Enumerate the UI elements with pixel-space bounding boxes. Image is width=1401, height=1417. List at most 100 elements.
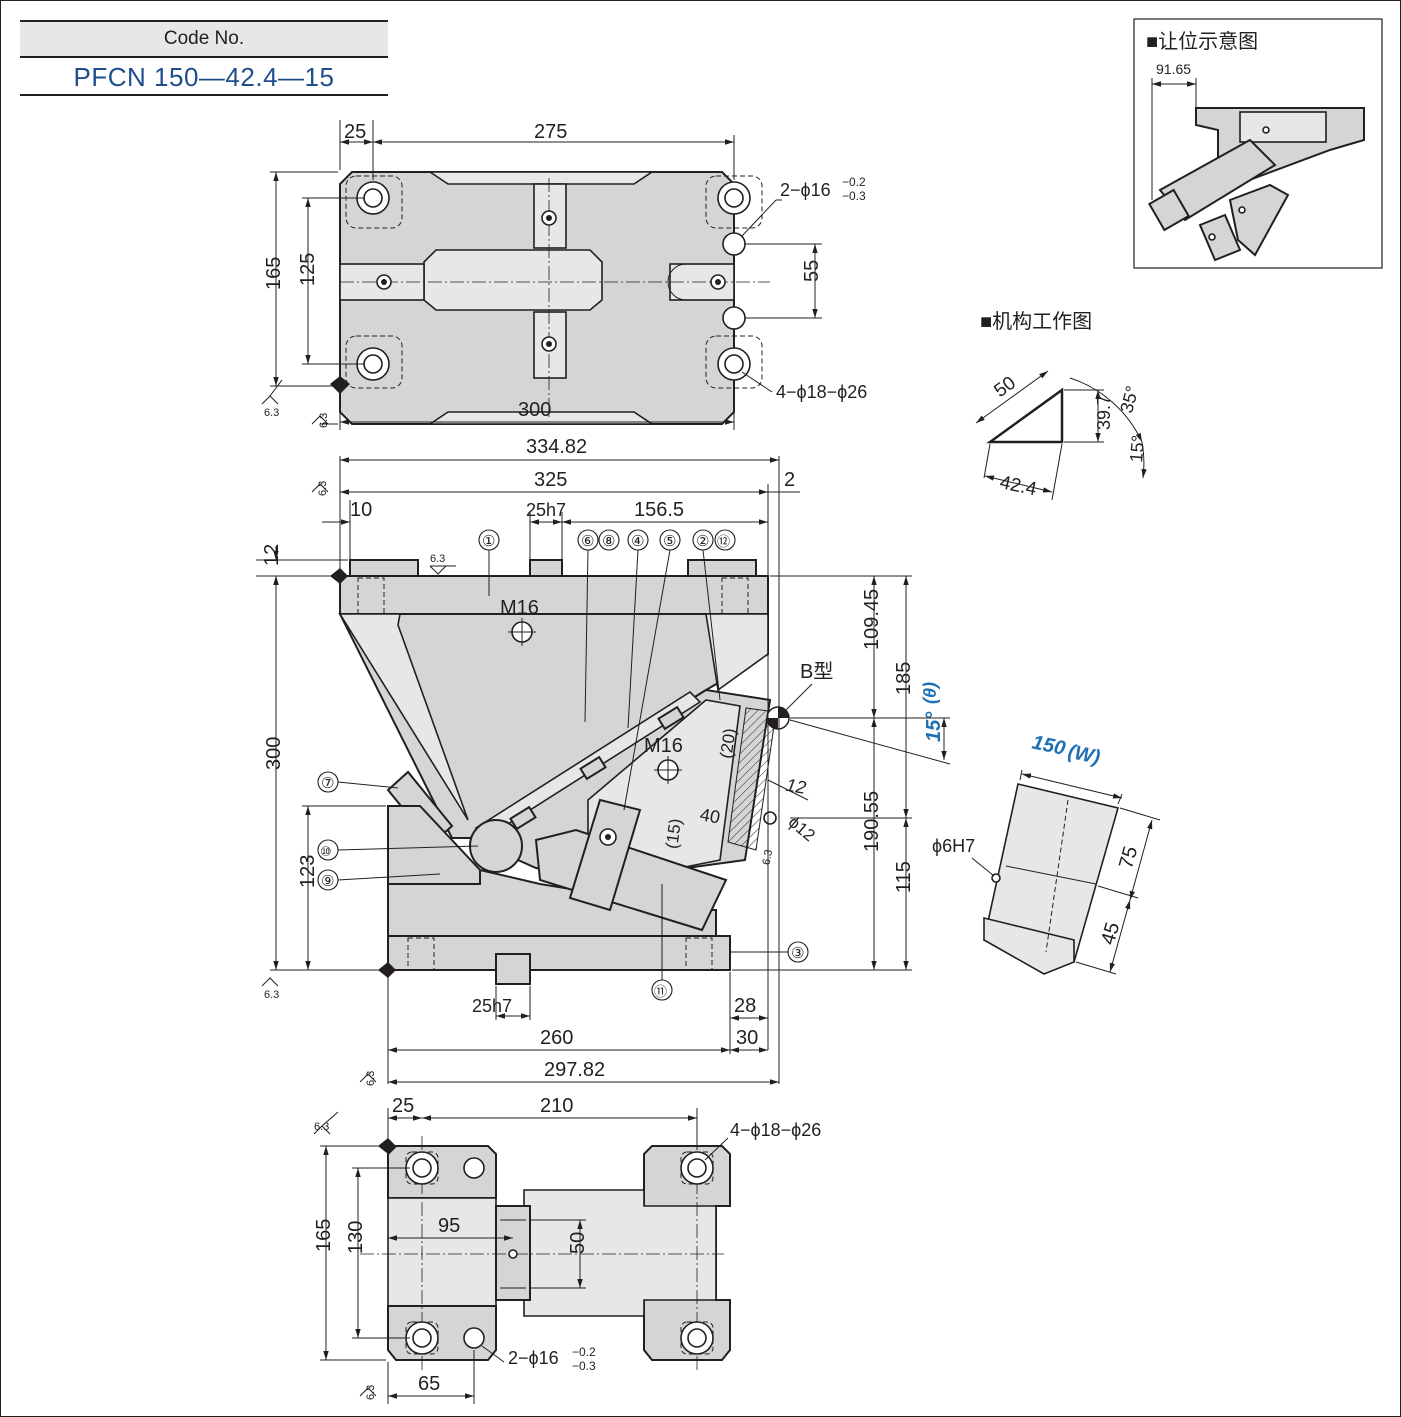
part-1: ①	[482, 533, 495, 550]
code-value: PFCN 150—42.4—15	[20, 58, 388, 96]
top-roughness-1: 6.3	[264, 407, 279, 419]
front-dim-29782: 297.82	[544, 1059, 605, 1081]
top-pin-tol-lower: −0.3	[842, 189, 866, 203]
top-dim-25: 25	[344, 121, 366, 143]
part-11: ⑪	[654, 984, 667, 999]
side-dim-75: 75	[1115, 844, 1142, 871]
top-dim-165: 165	[263, 257, 285, 290]
bolt-hole-tl	[356, 181, 390, 215]
front-dim-10: 10	[350, 499, 372, 521]
relief-inset: ■让位示意图 91.65	[1133, 18, 1383, 269]
front-dim-185: 185	[893, 662, 915, 695]
part-callouts: ① ⑥ ⑧ ④ ⑤ ② ⑫ ⑦ ⑩ ⑨ ③ ⑪	[317, 529, 809, 1001]
mech-angle-35: 35°	[1116, 384, 1142, 415]
part-5: ⑤	[663, 533, 676, 550]
front-type-b: B型	[800, 660, 833, 683]
part-4: ④	[631, 533, 644, 550]
front-dim-12: 12	[261, 544, 283, 566]
bolt-hole-tr	[717, 181, 751, 215]
mechanism-inset-title: ■机构工作图	[980, 310, 1092, 333]
front-dim-123: 123	[297, 855, 319, 888]
relief-inset-title: ■让位示意图	[1146, 30, 1258, 53]
top-dim-125: 125	[297, 253, 319, 286]
front-dim-1565: 156.5	[634, 499, 684, 521]
part-8: ⑧	[602, 533, 615, 550]
front-roughness-4: 6.3	[365, 1071, 377, 1086]
front-m16-top: M16	[500, 597, 539, 619]
front-dim-33482: 334.82	[526, 436, 587, 458]
bottom-roughness-2: 6.3	[365, 1385, 377, 1400]
bottom-roughness-1: 6.3	[314, 1121, 329, 1133]
top-bolt-note: 4−ϕ18−ϕ26	[776, 382, 867, 402]
pin-hole-bottom	[722, 306, 746, 330]
bottom-pin-tol-upper: −0.2	[572, 1345, 596, 1359]
top-dim-300: 300	[518, 399, 551, 421]
side-dim-hole: ϕ6H7	[932, 836, 975, 856]
bottom-pin-bottom	[463, 1327, 485, 1349]
bolt-hole-br	[717, 347, 751, 381]
front-dim-2: 2	[784, 469, 795, 491]
part-3: ③	[791, 945, 804, 962]
front-dim-15: (15)	[662, 817, 685, 850]
front-view: ① ⑥ ⑧ ④ ⑤ ② ⑫ ⑦ ⑩ ⑨ ③ ⑪ M16 M16 B型	[256, 436, 951, 1086]
code-number-box: Code No. PFCN 150—42.4—15	[20, 20, 388, 96]
relief-dim-9165: 91.65	[1156, 61, 1191, 77]
top-dim-55: 55	[801, 260, 823, 282]
side-dim-w: (W)	[1066, 741, 1102, 769]
bottom-dim-50: 50	[567, 1232, 589, 1254]
bottom-pin-tol-lower: −0.3	[572, 1359, 596, 1373]
front-key-bottom: 25h7	[472, 996, 512, 1016]
part-9: ⑨	[321, 873, 334, 890]
part-6: ⑥	[581, 533, 594, 550]
mech-dim-424: 42.4	[998, 472, 1039, 500]
bolt-hole-bl	[356, 347, 390, 381]
top-view: 25 275 165 125 55 300 2−ϕ16 −0.2 −0.3 4−…	[261, 120, 867, 430]
front-dim-20: (20)	[717, 727, 740, 760]
mechanism-inset: ■机构工作图 50 39.7 42.4 35° 15°	[975, 310, 1148, 500]
front-roughness-1: 6.3	[317, 481, 329, 496]
bottom-dim-165: 165	[313, 1219, 335, 1252]
bottom-view: 25 210 165 130 95 50 65 4−ϕ18−ϕ26 2−ϕ16 …	[313, 1095, 821, 1404]
front-roughness-2: 6.3	[430, 553, 445, 565]
front-dim-12b: 12	[784, 775, 807, 798]
front-dim-115: 115	[893, 861, 915, 893]
front-dim-40: 40	[698, 804, 721, 827]
bottom-bolt-note: 4−ϕ18−ϕ26	[730, 1120, 821, 1140]
front-roughness-5: 6.3	[761, 849, 775, 866]
bottom-pin-note: 2−ϕ16	[508, 1348, 559, 1368]
bottom-bolt-tl	[405, 1151, 439, 1185]
front-dim-10945: 109.45	[861, 589, 883, 650]
front-angle-15: 15°	[923, 711, 945, 742]
bottom-dim-65: 65	[418, 1373, 440, 1395]
front-key-top: 25h7	[526, 500, 566, 520]
part-10: ⑩	[320, 844, 332, 859]
top-pin-note: 2−ϕ16	[780, 180, 831, 200]
bottom-pin-top	[463, 1157, 485, 1179]
front-dim-260: 260	[540, 1027, 573, 1049]
front-roughness-3: 6.3	[264, 989, 279, 1001]
bottom-dim-95: 95	[438, 1215, 460, 1237]
front-dim-19055: 190.55	[861, 791, 883, 852]
side-dim-45: 45	[1097, 920, 1124, 947]
bottom-bolt-br	[680, 1321, 714, 1355]
pin-hole-top	[722, 232, 746, 256]
front-angle-theta: (θ)	[920, 682, 940, 704]
part-2: ②	[696, 533, 709, 550]
bottom-dim-130: 130	[345, 1221, 367, 1254]
mech-dim-50: 50	[990, 373, 1019, 402]
top-dim-275: 275	[534, 121, 567, 143]
part-7: ⑦	[321, 775, 334, 792]
bottom-dim-210: 210	[540, 1095, 573, 1117]
top-roughness-2: 6.3	[318, 413, 330, 428]
top-pin-tol-upper: −0.2	[842, 175, 866, 189]
front-dim-28: 28	[734, 995, 756, 1017]
mech-angle-15: 15°	[1126, 434, 1148, 463]
front-dim-phi12: ϕ12	[785, 812, 819, 845]
bottom-dim-25: 25	[392, 1095, 414, 1117]
side-view: 150 (W) 75 45 ϕ6H7	[932, 731, 1161, 975]
front-m16-mid: M16	[644, 735, 683, 757]
mech-dim-397: 39.7	[1094, 395, 1114, 430]
front-dim-300: 300	[263, 737, 285, 770]
bottom-bolt-bl	[405, 1321, 439, 1355]
front-dim-30: 30	[736, 1027, 758, 1049]
